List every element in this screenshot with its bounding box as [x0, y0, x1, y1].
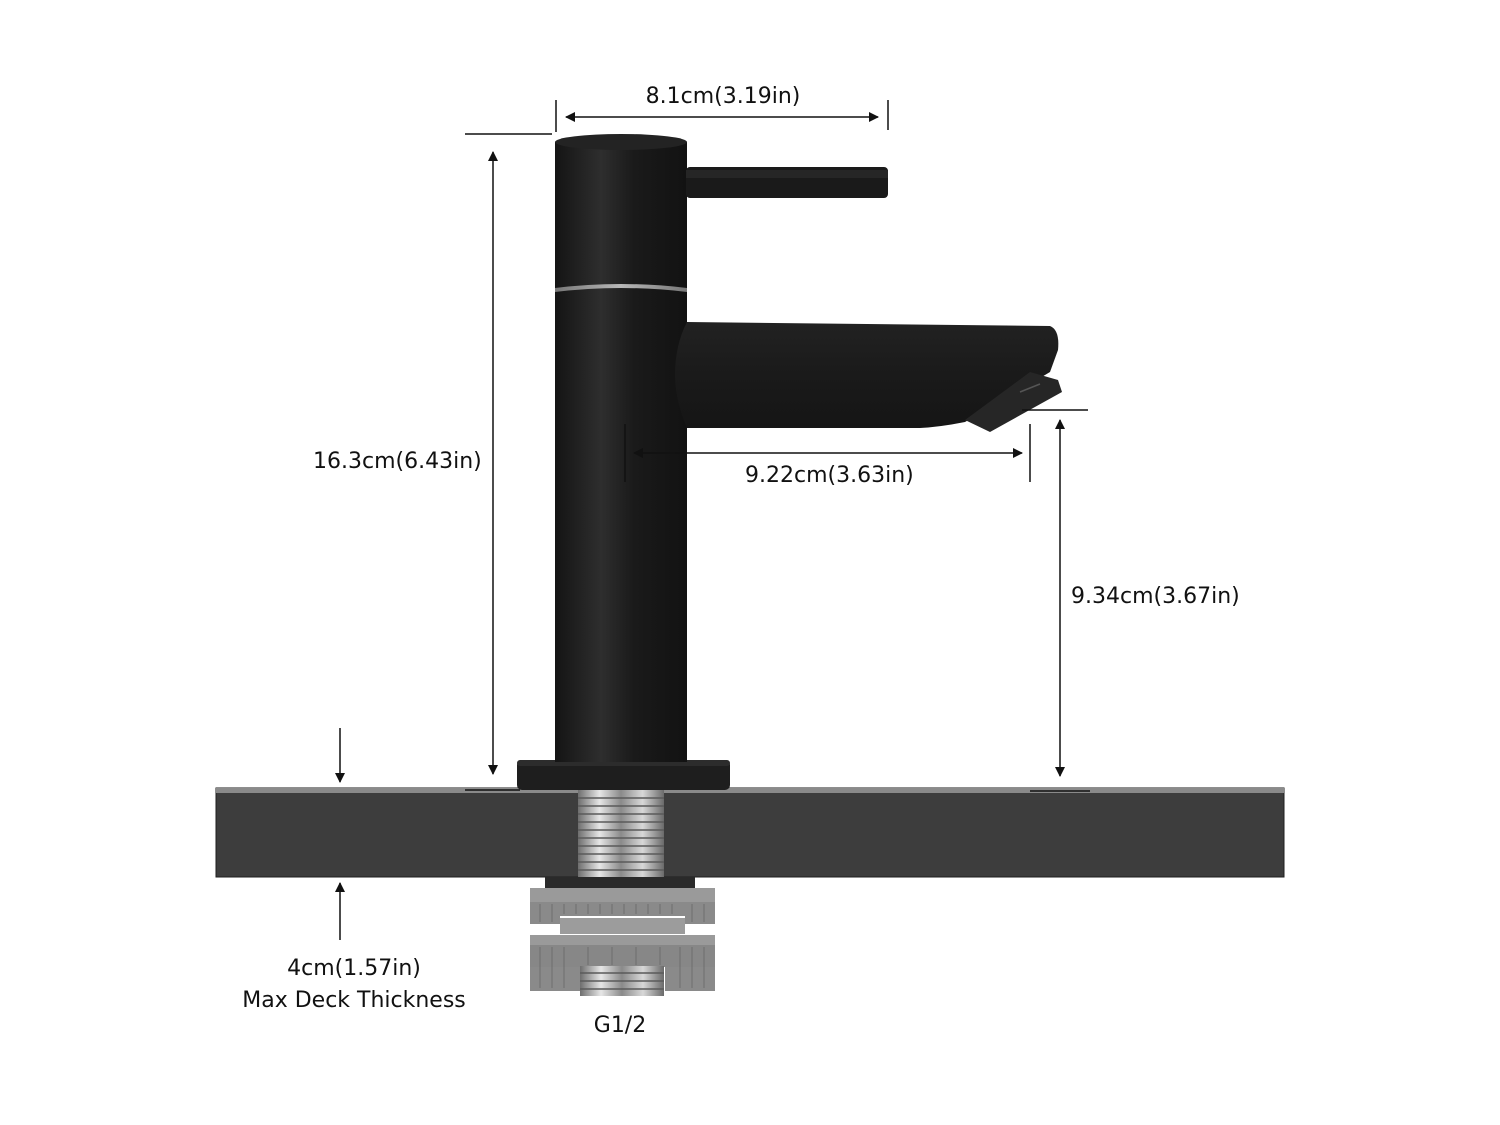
spout-reach-dimension-label: 9.22cm(3.63in)	[745, 463, 914, 488]
mounting-nut-assembly	[530, 877, 715, 996]
deck-thickness-caption: Max Deck Thickness	[242, 988, 466, 1013]
connector-thread-label: G1/2	[593, 1013, 647, 1038]
aerator	[965, 372, 1062, 432]
deck-thickness-dimension-label: 4cm(1.57in)	[287, 956, 421, 981]
threaded-shank	[578, 790, 664, 888]
dimension-spout-height	[1022, 409, 1088, 777]
faucet-spout	[675, 322, 1062, 432]
spout-height-dimension-label: 9.34cm(3.67in)	[1071, 584, 1240, 609]
dimension-spout-reach	[624, 424, 1031, 482]
total-height-dimension-label: 16.3cm(6.43in)	[313, 449, 482, 474]
base-flange	[517, 760, 730, 790]
width-dimension-label: 8.1cm(3.19in)	[645, 84, 801, 109]
trim-ring	[555, 284, 687, 292]
lever-handle	[686, 167, 888, 198]
faucet-body	[555, 134, 687, 762]
dimension-width	[465, 100, 889, 135]
countertop-deck	[215, 787, 1285, 878]
